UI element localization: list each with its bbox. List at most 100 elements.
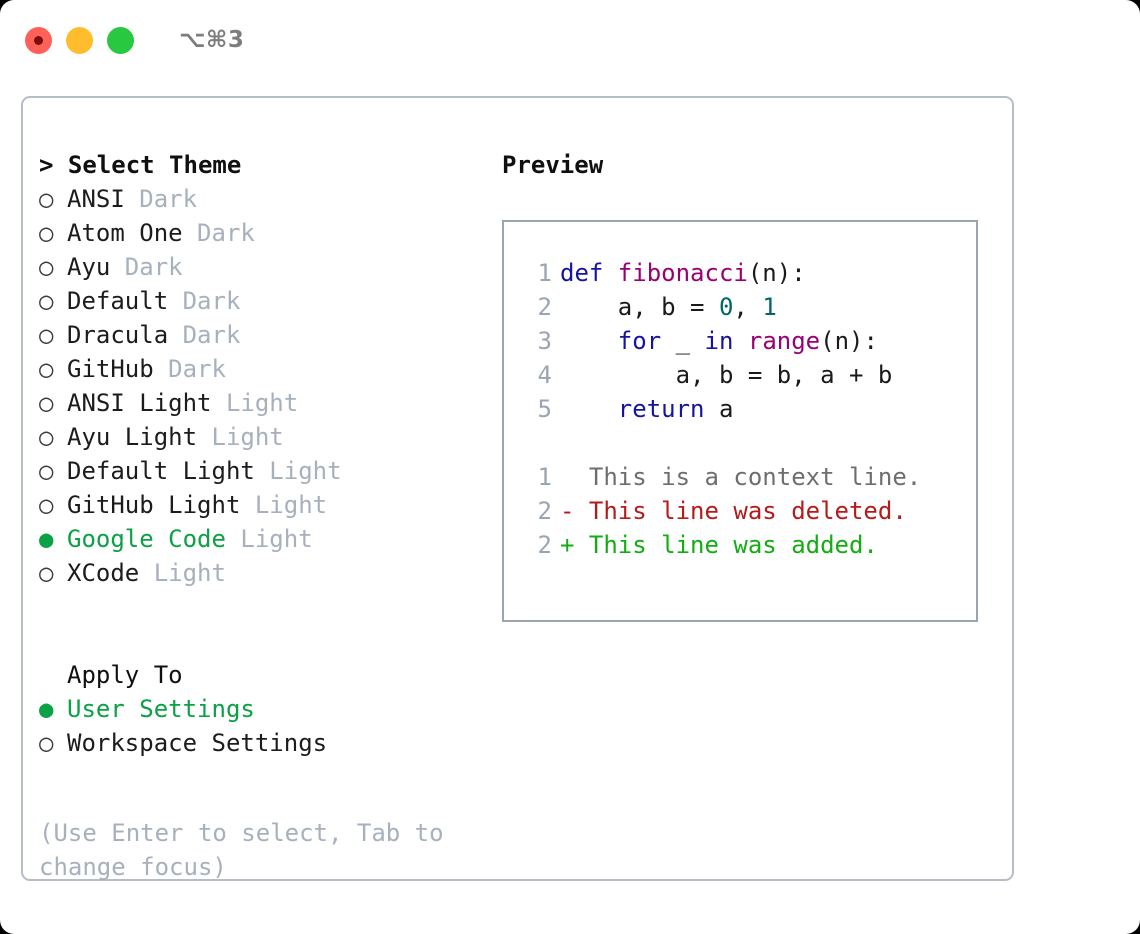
code-token-txt	[733, 327, 747, 355]
apply-to-option-label: Workspace Settings	[67, 729, 328, 757]
radio-unselected-icon: ○	[39, 321, 54, 349]
code-line-number: 1	[537, 259, 552, 287]
theme-option-badge: Light	[254, 457, 342, 485]
theme-option-badge: Dark	[153, 355, 226, 383]
diff-line-add: 2 + This line was added.	[522, 528, 976, 562]
code-token-txt	[560, 327, 618, 355]
diff-line-number: 2	[537, 531, 552, 559]
apply-to-list: ●User Settings ○ Workspace Settings	[39, 692, 479, 760]
diff-line-number: 2	[537, 497, 552, 525]
code-token-txt: (n):	[820, 327, 878, 355]
theme-option-label: Atom One	[67, 219, 183, 247]
theme-option-label: GitHub Light	[67, 491, 241, 519]
radio-unselected-icon: ○	[39, 389, 54, 417]
code-token-txt	[560, 395, 618, 423]
list-spacer	[39, 590, 479, 624]
code-line: 4 a, b = b, a + b	[522, 358, 976, 392]
code-token-txt: a	[704, 395, 734, 423]
code-token-txt: _	[661, 327, 705, 355]
radio-unselected-icon: ○	[39, 729, 54, 757]
theme-option-label: Default	[67, 287, 169, 315]
theme-option-ansi-light[interactable]: ○ ANSI Light Light	[39, 386, 479, 420]
code-token-txt: a, b =	[560, 293, 719, 321]
diff-line-text: This is a context line.	[560, 463, 922, 491]
theme-option-ayu-light[interactable]: ○Ayu Light Light	[39, 420, 479, 454]
code-line: 3 for _ in range(n):	[522, 324, 976, 358]
theme-option-label: XCode	[67, 559, 140, 587]
theme-option-ayu[interactable]: ○ Ayu Dark	[39, 250, 479, 284]
theme-option-github-light[interactable]: ○ GitHub Light Light	[39, 488, 479, 522]
code-token-kw: return	[617, 395, 705, 423]
theme-option-ansi[interactable]: ○ ANSI Dark	[39, 182, 479, 216]
code-token-txt: ,	[733, 293, 763, 321]
code-token-kw: for	[617, 327, 662, 355]
titlebar: ⌥⌘3	[0, 0, 1140, 80]
radio-selected-icon: ●	[39, 525, 54, 553]
theme-option-github[interactable]: ○ GitHub Dark	[39, 352, 479, 386]
theme-option-badge: Dark	[182, 219, 255, 247]
theme-option-badge: Dark	[124, 185, 198, 213]
content-frame: > Select Theme ○ANSI Dark○Atom One Dark○…	[21, 96, 1014, 881]
diff-line-del: 2- This line was deleted.	[522, 494, 976, 528]
theme-option-default[interactable]: ○Default Dark	[39, 284, 479, 318]
diff-sample: 1 This is a context line.2- This line wa…	[522, 460, 976, 562]
radio-selected-icon: ●	[39, 695, 54, 723]
code-token-txt: a, b = b, a + b	[560, 361, 893, 389]
code-line-number: 2	[537, 293, 552, 321]
apply-to-section: Apply To ●User Settings ○ Workspace Settin…	[39, 658, 479, 760]
radio-unselected-icon: ○	[39, 355, 54, 383]
theme-option-label: Google Code	[67, 525, 226, 553]
radio-unselected-icon: ○	[39, 185, 54, 213]
theme-list: ○ ANSI Dark ○ Atom One Dark ○ Ayu Dark ○ Defaul…	[39, 182, 479, 590]
apply-to-header: Apply To	[67, 661, 183, 689]
theme-option-badge: Light	[211, 389, 299, 417]
code-line-number: 3	[537, 327, 552, 355]
code-token-num: 1	[762, 293, 777, 321]
theme-option-label: Ayu Light	[67, 423, 198, 451]
theme-option-label: Default Light	[67, 457, 255, 485]
code-token-fn: range	[747, 327, 821, 355]
theme-option-atom-one[interactable]: ○ Atom One Dark	[39, 216, 479, 250]
radio-unselected-icon: ○	[39, 287, 54, 315]
theme-option-label: Ayu	[67, 253, 111, 281]
diff-line-context: 1 This is a context line.	[522, 460, 976, 494]
close-window-button[interactable]	[25, 26, 52, 54]
code-token-kw: in	[704, 327, 734, 355]
theme-option-default-light[interactable]: ○ Default Light Light	[39, 454, 479, 488]
code-token-num: 0	[718, 293, 734, 321]
theme-option-label: ANSI	[67, 185, 125, 213]
preview-title: Preview	[502, 151, 604, 179]
theme-selector-pane: > Select Theme ○ANSI Dark○Atom One Dark○…	[39, 148, 479, 884]
theme-option-label: GitHub	[67, 355, 154, 383]
theme-option-label: ANSI Light	[67, 389, 212, 417]
code-token-fn: fibonacci	[617, 259, 748, 287]
apply-to-option-workspace-settings[interactable]: ○ Workspace Settings	[39, 726, 479, 760]
theme-option-badge: Dark	[110, 253, 183, 281]
theme-option-badge: Light	[240, 491, 328, 519]
radio-unselected-icon: ○	[39, 253, 54, 281]
radio-unselected-icon: ○	[39, 559, 54, 587]
radio-unselected-icon: ○	[39, 219, 54, 247]
minimize-window-button[interactable]	[66, 26, 93, 54]
theme-option-google-code[interactable]: ●Google Code Light	[39, 522, 479, 556]
theme-option-dracula[interactable]: ○ Dracula Dark	[39, 318, 479, 352]
keyboard-shortcut-label: ⌥⌘3	[179, 26, 245, 53]
code-line: 5 return a	[522, 392, 976, 426]
keyboard-hint-text: (Use Enter to select, Tab to change focu…	[39, 819, 444, 881]
diff-line-text: + This line was added.	[560, 531, 878, 559]
radio-unselected-icon: ○	[39, 457, 54, 485]
code-token-txt: (n):	[747, 259, 806, 287]
theme-option-badge: Dark	[168, 321, 241, 349]
theme-option-label: Dracula	[67, 321, 169, 349]
code-line: 2 a, b = 0, 1	[522, 290, 976, 324]
code-token-kw: def	[560, 259, 618, 287]
apply-to-option-user-settings[interactable]: ●User Settings	[39, 692, 479, 726]
code-line-number: 5	[537, 395, 552, 423]
maximize-window-button[interactable]	[107, 26, 134, 54]
radio-unselected-icon: ○	[39, 491, 54, 519]
theme-option-xcode[interactable]: ○XCode Light	[39, 556, 479, 590]
theme-option-badge: Light	[197, 423, 284, 451]
